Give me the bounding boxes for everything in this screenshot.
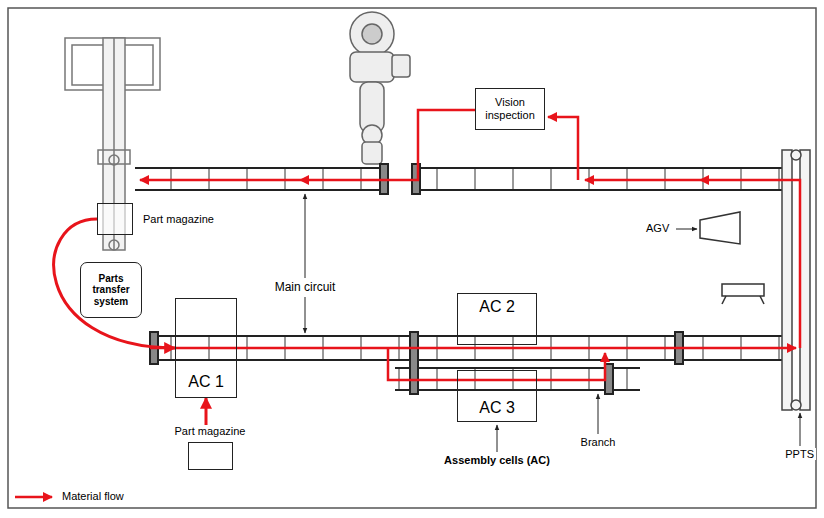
text-stack: AC 3 (479, 399, 515, 417)
node-text: Part magazine (141, 213, 216, 225)
part-magazine: Part magazine (160, 425, 260, 470)
node-text: Part magazine (175, 425, 246, 437)
assembly-cell: AC 3 (457, 370, 537, 422)
part-magazine: Part magazine (97, 203, 216, 235)
legend-text: Material flow (60, 490, 126, 502)
node-text: AC 3 (479, 399, 515, 417)
callout-label: AGV (644, 222, 671, 234)
text-stack: Parts transfer system (84, 273, 138, 308)
magazine-box (188, 442, 233, 470)
legend-sample (15, 496, 52, 499)
callout-label: Assembly cells (AC) (442, 454, 552, 466)
node-text: Parts transfer system (84, 273, 138, 308)
flow-connector (205, 398, 208, 425)
material-flow (140, 110, 800, 380)
ppts-rails (782, 150, 810, 410)
text-stack: Vision inspection (479, 96, 541, 121)
assembly-cell: AC 2 (457, 293, 537, 345)
callout-label: PPTS (783, 448, 816, 460)
conveyor (135, 164, 785, 394)
assembly-cell: AC 1 (175, 298, 237, 398)
cart (722, 284, 764, 304)
process-box: Vision inspection (475, 88, 545, 130)
flow-connector (54, 219, 175, 348)
leader-lines (305, 194, 800, 452)
node-text: AC 1 (188, 373, 224, 391)
transfer-system-box: Parts transfer system (80, 262, 142, 318)
robot (350, 12, 410, 164)
node-text: AC 2 (479, 298, 515, 316)
node-text: Vision inspection (479, 96, 541, 121)
callout-label: Branch (579, 436, 618, 448)
callout-label: Main circuit (273, 280, 338, 294)
magazine-box (97, 203, 133, 235)
leader-line (676, 229, 697, 230)
agv-shape (700, 212, 740, 244)
text-stack: AC 1 (188, 373, 224, 391)
text-stack: AC 2 (479, 298, 515, 316)
frame (8, 8, 816, 508)
